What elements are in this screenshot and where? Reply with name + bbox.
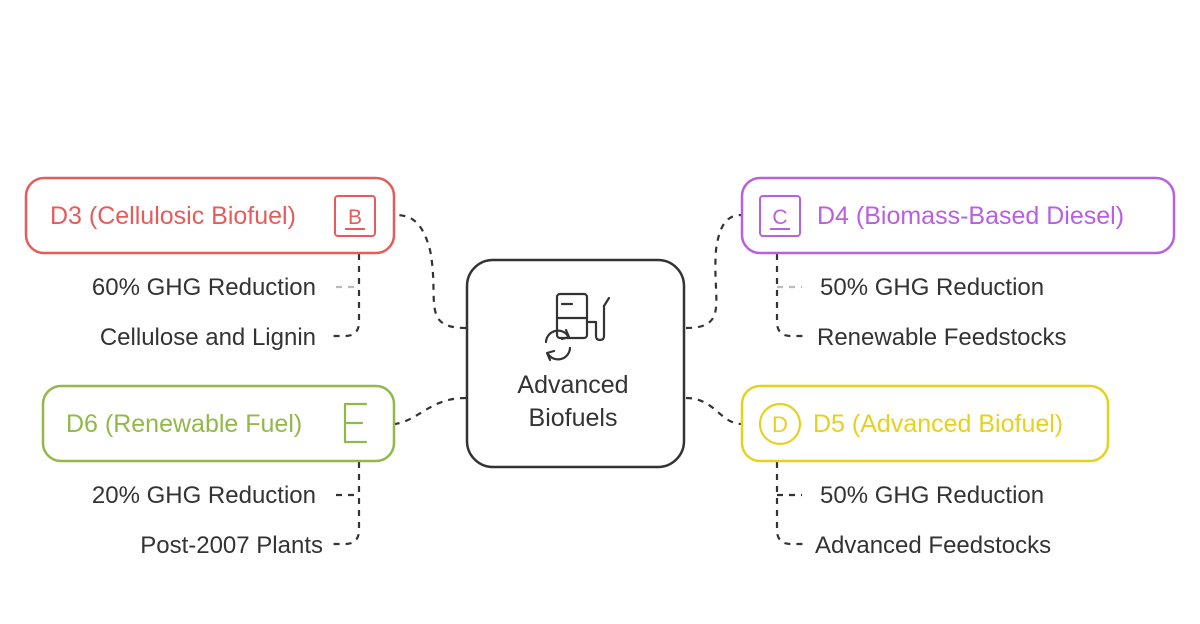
- node-d5-badge: D: [772, 412, 788, 437]
- connector-d3: [394, 213, 467, 330]
- node-d6-title: D6 (Renewable Fuel): [66, 410, 302, 438]
- node-d4-title: D4 (Biomass-Based Diesel): [817, 202, 1124, 230]
- node-d4-item-2: Renewable Feedstocks: [817, 324, 1066, 351]
- node-d4-badge: C: [772, 206, 787, 229]
- node-d3-badge: B: [348, 206, 362, 229]
- node-d4: C D4 (Biomass-Based Diesel): [740, 176, 1176, 255]
- connector-d3-spine: [332, 254, 361, 338]
- node-d5-item-1: 50% GHG Reduction: [820, 482, 1044, 509]
- connector-d4: [685, 213, 743, 330]
- node-d3-item-2: Cellulose and Lignin: [100, 324, 316, 351]
- node-d6-badge: E: [0, 0, 1, 1]
- connector-d6-spine: [332, 462, 361, 546]
- letter-e-icon: [343, 402, 368, 444]
- node-d4-item-1: 50% GHG Reduction: [820, 274, 1044, 301]
- node-d5-title: D5 (Advanced Biofuel): [813, 410, 1063, 438]
- center-title-line-1: Advanced: [517, 371, 628, 399]
- center-title-line-2: Biofuels: [529, 404, 618, 432]
- connector-d6: [394, 396, 467, 426]
- node-d6-item-2: Post-2007 Plants: [140, 532, 323, 559]
- center-node: Advanced Biofuels: [465, 258, 686, 469]
- node-d3: D3 (Cellulosic Biofuel) B: [24, 176, 396, 255]
- node-d6: D6 (Renewable Fuel) E: [0, 0, 396, 463]
- node-d3-title: D3 (Cellulosic Biofuel): [50, 202, 296, 230]
- node-d5-item-2: Advanced Feedstocks: [815, 532, 1051, 559]
- node-d5: D D5 (Advanced Biofuel): [740, 384, 1110, 463]
- connector-d5-spine: [775, 462, 804, 546]
- connector-d5: [685, 396, 743, 426]
- node-d3-item-1: 60% GHG Reduction: [92, 274, 316, 301]
- connector-d4-spine: [775, 254, 804, 338]
- fuel-pump-recycle-icon: [544, 292, 611, 362]
- letter-d-icon: D: [758, 402, 802, 446]
- letter-b-icon: B: [334, 195, 376, 237]
- node-d6-item-1: 20% GHG Reduction: [92, 482, 316, 509]
- letter-c-icon: C: [759, 195, 801, 237]
